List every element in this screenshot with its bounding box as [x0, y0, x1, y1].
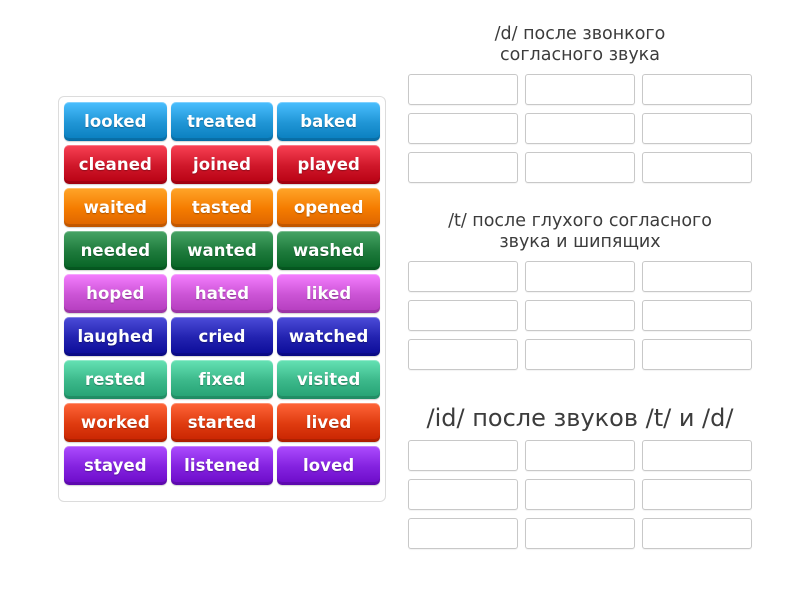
word-tile[interactable]: wanted — [170, 231, 274, 270]
drop-zone-row — [408, 299, 752, 331]
drop-zone[interactable] — [408, 338, 518, 370]
drop-zone[interactable] — [525, 479, 635, 511]
drop-zone[interactable] — [408, 112, 518, 144]
drop-zone[interactable] — [408, 151, 518, 183]
word-tile[interactable]: worked — [64, 403, 167, 442]
drop-zone[interactable] — [525, 299, 635, 331]
word-tile[interactable]: waited — [64, 188, 167, 227]
drop-zone[interactable] — [642, 151, 752, 183]
category-heading-line: /id/ после звуков /t/ и /d/ — [426, 404, 734, 432]
category-heading: /id/ после звуков /t/ и /d/ — [408, 404, 752, 433]
drop-zone-row — [408, 479, 752, 511]
drop-zone[interactable] — [408, 299, 518, 331]
drop-zone[interactable] — [408, 518, 518, 550]
drop-zone-row — [408, 73, 752, 105]
word-tile[interactable]: fixed — [170, 360, 274, 399]
category-heading-line: /t/ после глухого согласного — [448, 211, 712, 231]
drop-zone[interactable] — [642, 299, 752, 331]
drop-zone[interactable] — [408, 73, 518, 105]
drop-zone[interactable] — [408, 440, 518, 472]
drop-zone-row — [408, 338, 752, 370]
drop-zone[interactable] — [525, 260, 635, 292]
drop-zone[interactable] — [525, 112, 635, 144]
drop-zone[interactable] — [642, 338, 752, 370]
category-heading-line: звука и шипящих — [499, 232, 661, 253]
drop-zone[interactable] — [525, 151, 635, 183]
word-tile[interactable]: stayed — [64, 446, 167, 485]
word-tile[interactable]: hoped — [64, 274, 167, 313]
word-tile[interactable]: started — [170, 403, 274, 442]
drop-zone-row — [408, 440, 752, 472]
word-tile[interactable]: baked — [277, 102, 381, 141]
word-tile[interactable]: hated — [170, 274, 274, 313]
drop-zone[interactable] — [525, 338, 635, 370]
word-tile[interactable]: listened — [170, 446, 274, 485]
word-tile[interactable]: washed — [277, 231, 381, 270]
category-heading-line: /d/ после звонкого — [494, 24, 666, 44]
drop-zone-row — [408, 518, 752, 550]
drop-zone-row — [408, 151, 752, 183]
word-tile[interactable]: tasted — [170, 188, 274, 227]
word-tile[interactable]: played — [277, 145, 381, 184]
drop-zone[interactable] — [408, 260, 518, 292]
drop-zone[interactable] — [642, 260, 752, 292]
drop-zone[interactable] — [525, 73, 635, 105]
drop-zone[interactable] — [525, 440, 635, 472]
drop-zone[interactable] — [642, 479, 752, 511]
word-tile[interactable]: joined — [170, 145, 274, 184]
drop-zone[interactable] — [642, 440, 752, 472]
drop-zone-grid — [408, 73, 752, 183]
word-tile[interactable]: looked — [64, 102, 167, 141]
word-tile[interactable]: needed — [64, 231, 167, 270]
category-heading-line: согласного звука — [500, 45, 660, 66]
drop-zone[interactable] — [642, 73, 752, 105]
drop-zone-grid — [408, 440, 752, 550]
drop-zone-row — [408, 112, 752, 144]
word-tile[interactable]: treated — [170, 102, 274, 141]
drop-zone[interactable] — [642, 518, 752, 550]
word-tile[interactable]: cleaned — [64, 145, 167, 184]
drop-zone[interactable] — [642, 112, 752, 144]
category-group: /id/ после звуков /t/ и /d/ — [408, 404, 752, 550]
word-tile[interactable]: laughed — [64, 317, 167, 356]
word-tile[interactable]: loved — [277, 446, 381, 485]
word-tile[interactable]: cried — [170, 317, 274, 356]
word-tile[interactable]: opened — [277, 188, 381, 227]
word-tile[interactable]: rested — [64, 360, 167, 399]
word-tile[interactable]: watched — [277, 317, 381, 356]
word-tile[interactable]: visited — [277, 360, 381, 399]
word-tile[interactable]: lived — [277, 403, 381, 442]
drop-zone-grid — [408, 260, 752, 370]
drop-zone[interactable] — [525, 518, 635, 550]
word-tile[interactable]: liked — [277, 274, 381, 313]
drop-zone-row — [408, 260, 752, 292]
drop-zone[interactable] — [408, 479, 518, 511]
